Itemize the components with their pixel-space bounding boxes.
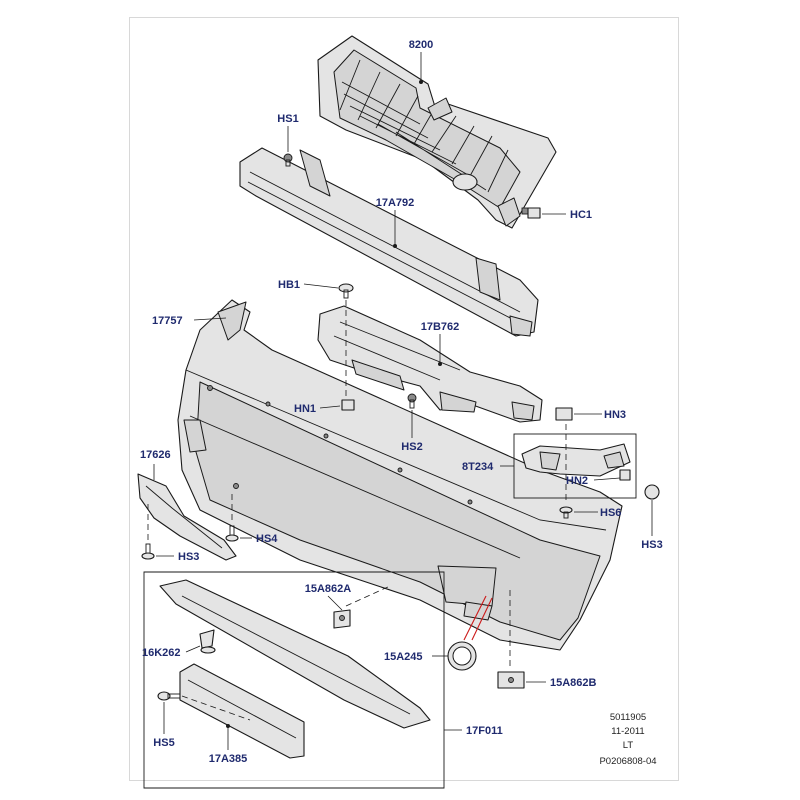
callout-8t234: 8T234: [462, 461, 494, 473]
callout-hs5: HS5: [153, 737, 174, 749]
bumper-cover-17757: [177, 299, 623, 651]
fastener-16k262: [199, 629, 216, 654]
fastener-hs2: [407, 393, 417, 409]
footer-date: 11-2011: [611, 726, 644, 737]
footer-code: 5011905: [610, 712, 646, 723]
callout-8200: 8200: [409, 39, 433, 51]
callout-hs2: HS2: [401, 441, 422, 453]
footer-market: LT: [623, 740, 634, 751]
callout-hs6: HS6: [600, 507, 621, 519]
callout-hn2: HN2: [566, 475, 588, 487]
leader-lines: [153, 52, 653, 750]
callout-16k262: 16K262: [142, 647, 181, 659]
callout-15a862a: 15A862A: [305, 583, 352, 595]
fastener-hn3: [555, 407, 573, 421]
clip-15A862B: [497, 671, 525, 689]
callout-hn1: HN1: [294, 403, 316, 415]
ring-15A245: [447, 641, 477, 671]
fastener-hn1: [341, 399, 355, 411]
fastener-hs5: [157, 691, 181, 701]
lower-trim-17A385: [179, 663, 305, 759]
fastener-hs1: [283, 153, 293, 167]
footer-reference: 5011905 11-2011 LT P0206808-04: [599, 712, 656, 767]
callout-17757: 17757: [152, 315, 183, 327]
callout-17626: 17626: [140, 449, 171, 461]
callout-17f011: 17F011: [466, 725, 503, 737]
callout-15a862b: 15A862B: [550, 677, 597, 689]
fastener-hc1: [527, 207, 541, 219]
callout-hb1: HB1: [278, 279, 300, 291]
callout-hn3: HN3: [604, 409, 626, 421]
bumper-beam-17A792: [239, 147, 539, 337]
fasteners: [141, 153, 660, 701]
callout-15a245: 15A245: [384, 651, 423, 663]
bracket-assembly-8T234: [513, 433, 637, 499]
lower-grille-17F011: [143, 571, 445, 789]
highlight-leaders: [463, 595, 493, 641]
callout-hs4: HS4: [256, 533, 278, 545]
callout-hs3-left: HS3: [178, 551, 199, 563]
callout-17a385: 17A385: [209, 753, 248, 765]
callout-17b762: 17B762: [421, 321, 460, 333]
fastener-hs3-right: [644, 484, 660, 500]
fastener-hn2: [619, 469, 631, 481]
fastener-hs4: [225, 525, 239, 542]
callout-17a792: 17A792: [376, 197, 415, 209]
footer-ref: P0206808-04: [599, 756, 656, 767]
callout-hs1: HS1: [277, 113, 298, 125]
callout-labels: 8200 HS1 HC1 17A792 HB1 17757 17B762 HN1…: [140, 39, 663, 765]
fastener-hb1: [338, 283, 354, 299]
callout-hc1: HC1: [570, 209, 592, 221]
moulding-17626: [137, 473, 237, 561]
callout-hs3-right: HS3: [641, 539, 662, 551]
clip-15A862A: [333, 609, 351, 629]
support-bracket-17B762: [317, 305, 543, 423]
assembly-lines: [147, 300, 567, 721]
fastener-hs6: [559, 506, 573, 519]
radiator-grille-8200: [317, 35, 557, 229]
fastener-hs3-left: [141, 543, 155, 560]
